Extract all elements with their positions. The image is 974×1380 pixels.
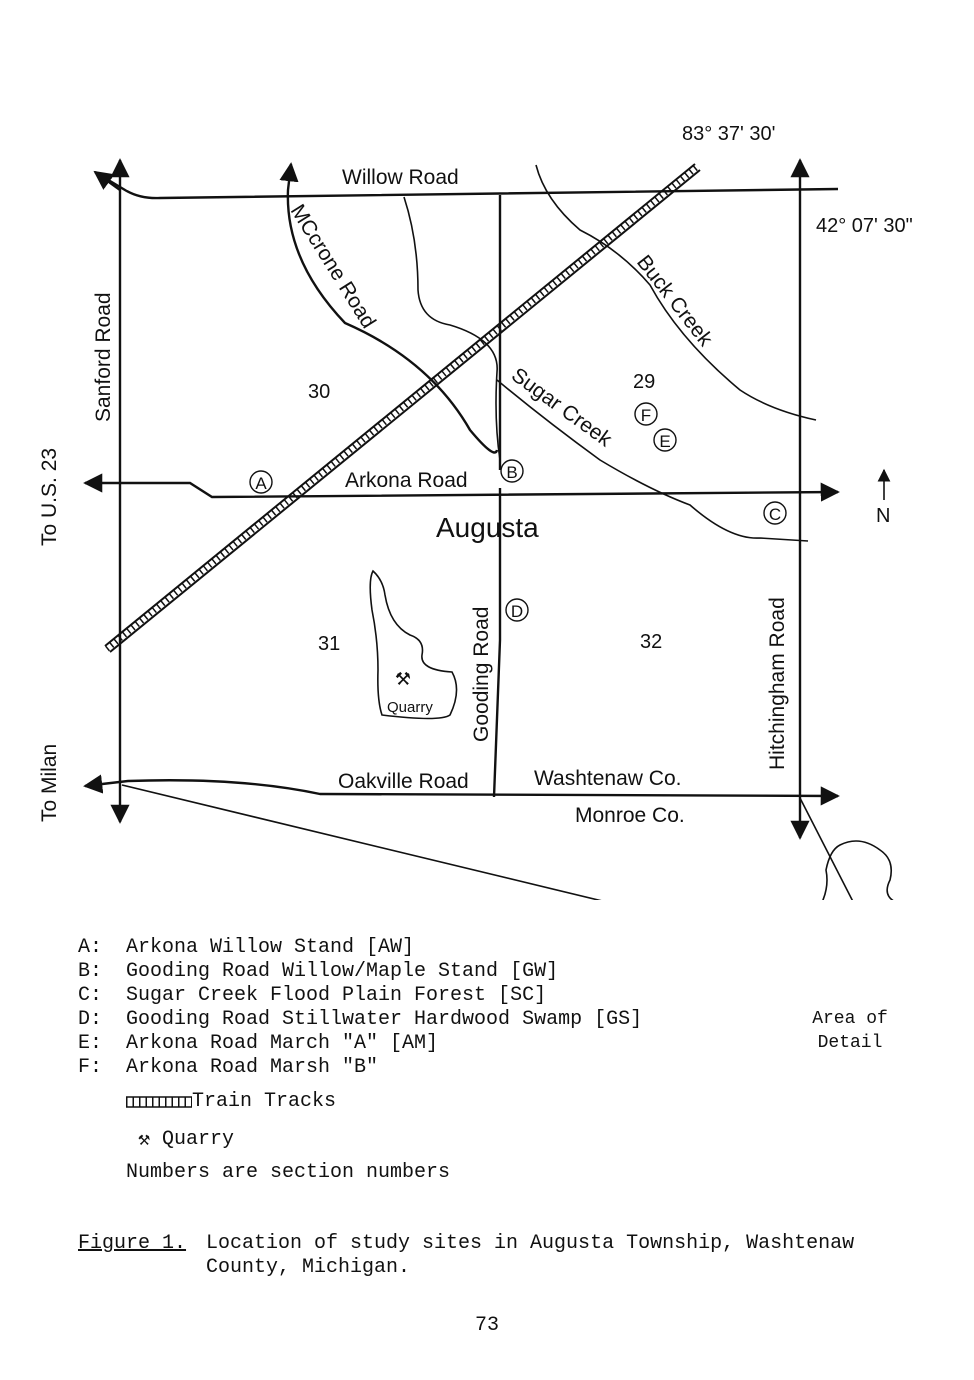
- gooding-road-label: Gooding Road: [470, 607, 493, 742]
- legend-key: E:: [78, 1032, 103, 1055]
- legend-train-tracks: Train Tracks: [126, 1090, 336, 1113]
- willow-road: [94, 170, 839, 200]
- area-of-detail-label: Area of Detail: [790, 1007, 910, 1055]
- section-31: 31: [318, 633, 340, 655]
- sugar-creek-label: Sugar Creek: [507, 363, 616, 451]
- quarry-map-label: Quarry: [387, 699, 433, 716]
- section-32: 32: [640, 631, 662, 653]
- north-label: N: [876, 505, 890, 527]
- sanford-road-label: Sanford Road: [92, 292, 115, 422]
- legend-key: A:: [78, 936, 103, 959]
- site-a-marker: A: [249, 470, 273, 494]
- detail-line-1: Area of: [812, 1009, 888, 1029]
- legend-note: Numbers are section numbers: [126, 1161, 450, 1184]
- arkona-road-label: Arkona Road: [345, 469, 468, 492]
- quarry-symbol-icon: ⚒: [395, 669, 411, 689]
- latitude-label: 42° 07' 30": [816, 215, 913, 237]
- gooding-road: [492, 195, 502, 798]
- legend-label: Sugar Creek Flood Plain Forest [SC]: [126, 984, 547, 1007]
- buck-creek-label: Buck Creek: [632, 251, 717, 351]
- site-e-marker: E: [653, 428, 677, 452]
- township-map: ⚒ 83° 37' 30' 42° 07' 30" Willow Road MC…: [38, 123, 913, 900]
- quarry-label: Quarry: [162, 1127, 235, 1151]
- figure-caption: Figure 1. Location of study sites in Aug…: [78, 1232, 946, 1280]
- page-number: 73: [474, 1314, 499, 1337]
- section-29: 29: [633, 371, 655, 393]
- svg-text:A: A: [255, 474, 267, 493]
- caption-label: Figure 1.: [78, 1232, 187, 1255]
- train-tracks: [104, 163, 701, 653]
- legend-key: F:: [78, 1056, 103, 1079]
- legend-label: Gooding Road Stillwater Hardwood Swamp […: [126, 1008, 643, 1031]
- legend-label: Arkona Willow Stand [AW]: [126, 936, 415, 959]
- site-legend: A: Arkona Willow Stand [AW] B: Gooding Roa…: [78, 936, 642, 1080]
- town-label: Augusta: [436, 512, 539, 543]
- willow-road-label: Willow Road: [342, 166, 459, 189]
- arkona-road: [83, 473, 840, 502]
- svg-text:F: F: [641, 406, 651, 425]
- legend-key: D:: [78, 1008, 103, 1031]
- legend-label: Gooding Road Willow/Maple Stand [GW]: [126, 960, 559, 983]
- svg-text:E: E: [659, 432, 670, 451]
- buck-creek: [535, 164, 817, 421]
- detail-line-2: Detail: [817, 1033, 883, 1053]
- legend-key: B:: [78, 960, 103, 983]
- quarry-outline: [369, 569, 458, 720]
- legend-label: Arkona Road Marsh "B": [126, 1056, 379, 1079]
- site-d-marker: D: [505, 598, 529, 622]
- quarry-icon: ⚒: [137, 1129, 151, 1152]
- site-f-marker: F: [634, 402, 658, 426]
- site-c-marker: C: [763, 501, 787, 525]
- caption-text: Location of study sites in Augusta Towns…: [206, 1232, 855, 1279]
- hitchingham-road-label: Hitchingham Road: [766, 597, 789, 770]
- oakville-road: [83, 774, 840, 806]
- train-tracks-icon: [126, 1095, 192, 1108]
- willow-arrow-left: [93, 170, 121, 191]
- mccrone-road-label: MCcrone Road: [286, 200, 380, 332]
- oakville-road-label: Oakville Road: [338, 770, 469, 793]
- washtenaw-label: Washtenaw Co.: [534, 767, 681, 790]
- to-us23-label: To U.S. 23: [38, 448, 61, 546]
- legend-label: Arkona Road March "A" [AM]: [126, 1032, 439, 1055]
- section-30: 30: [308, 381, 330, 403]
- north-creek: [403, 196, 501, 461]
- sugar-creek: [496, 379, 809, 542]
- to-milan-label: To Milan: [38, 744, 61, 822]
- train-tracks-label: Train Tracks: [192, 1090, 337, 1113]
- mccrone-road: [279, 162, 499, 454]
- site-b-marker: B: [500, 459, 524, 483]
- svg-text:B: B: [506, 463, 517, 482]
- longitude-label: 83° 37' 30': [682, 123, 776, 145]
- legend-quarry: ⚒ Quarry: [126, 1126, 235, 1153]
- section-note: Numbers are section numbers: [126, 1161, 451, 1184]
- legend-key: C:: [78, 984, 103, 1007]
- michigan-inset: [822, 840, 894, 900]
- monroe-label: Monroe Co.: [575, 804, 685, 827]
- svg-text:D: D: [511, 602, 523, 621]
- svg-text:C: C: [769, 505, 781, 524]
